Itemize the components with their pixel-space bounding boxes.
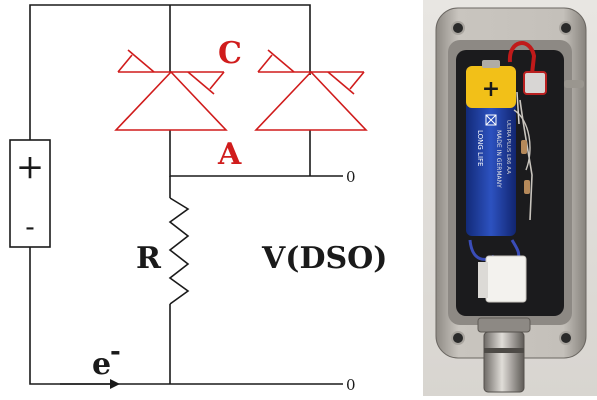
terminal-top-label: 0 bbox=[346, 168, 356, 186]
battery-brand-text: LONG LIFE bbox=[476, 130, 484, 166]
electron-flow-arrow bbox=[60, 379, 120, 389]
electron-label: e bbox=[92, 347, 111, 382]
output-voltage-label: V(DSO) bbox=[261, 241, 387, 276]
battery-plus-sign: + bbox=[16, 147, 45, 187]
bnc-nut bbox=[477, 317, 531, 333]
aa-battery: + LONG LIFE MADE IN GERMANY ULTRA PLUS L… bbox=[466, 60, 516, 236]
bottom-wire bbox=[29, 247, 343, 385]
resistor-zigzag bbox=[168, 197, 190, 305]
cathode-label: C bbox=[218, 36, 242, 71]
bnc-connector bbox=[483, 331, 525, 393]
photo-diodes bbox=[513, 91, 533, 221]
battery-photo-plus: + bbox=[482, 76, 500, 102]
resistor-label: R bbox=[136, 241, 162, 276]
white-terminal-block bbox=[485, 255, 527, 303]
diode-right bbox=[254, 49, 368, 131]
terminal-block-shadow bbox=[478, 262, 488, 298]
electron-charge-sign: - bbox=[110, 337, 121, 367]
anode-label: A bbox=[217, 137, 242, 172]
battery-made-text: MADE IN GERMANY bbox=[495, 130, 502, 188]
circuit-diagram: + - C A R V(DSO) 0 0 bbox=[9, 4, 387, 394]
device-photo: + LONG LIFE MADE IN GERMANY ULTRA PLUS L… bbox=[423, 0, 597, 396]
red-connector bbox=[523, 71, 547, 95]
terminal-bottom-label: 0 bbox=[346, 376, 356, 394]
battery-model-text: ULTRA PLUS LR6 AA bbox=[505, 120, 511, 174]
switch-knob bbox=[564, 80, 584, 88]
screw-holes bbox=[451, 21, 573, 345]
diode-left bbox=[114, 49, 228, 131]
bnc-ring bbox=[484, 348, 524, 353]
battery bbox=[9, 139, 51, 248]
battery-minus-sign: - bbox=[25, 210, 34, 243]
red-lead bbox=[507, 41, 537, 75]
anode-wire bbox=[169, 130, 343, 177]
